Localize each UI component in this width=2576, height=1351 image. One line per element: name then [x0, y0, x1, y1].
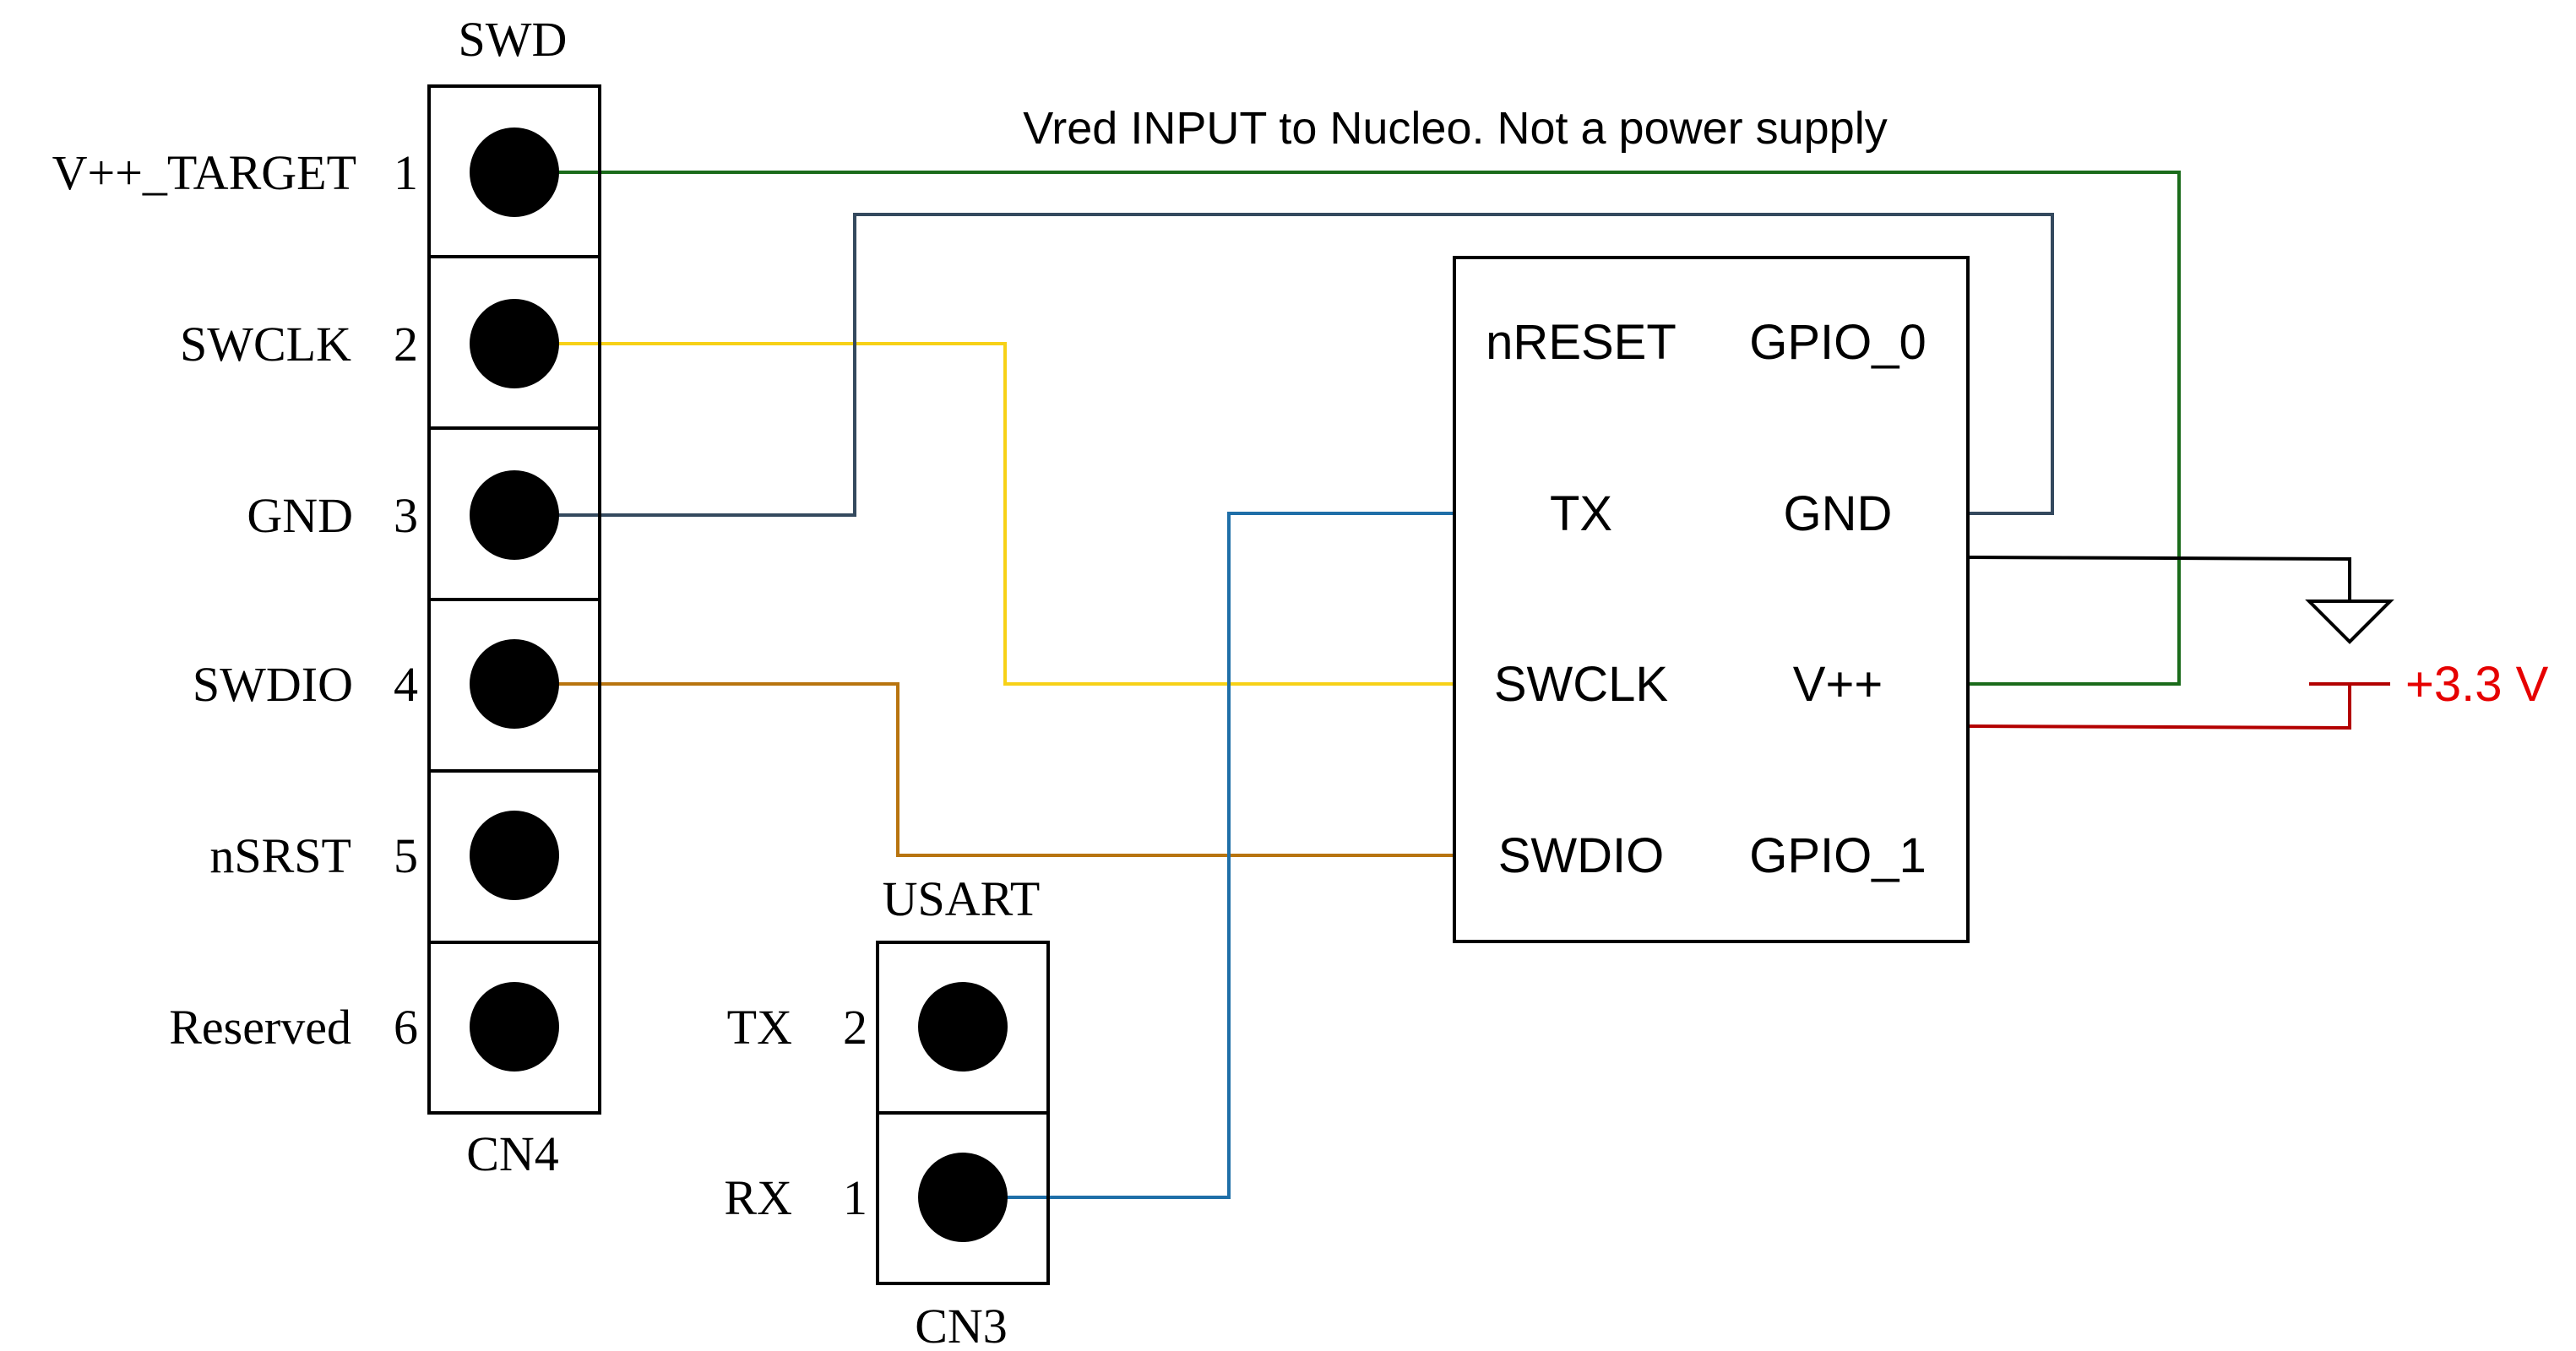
swd-pin-number-4: 4 — [394, 657, 418, 712]
usart-pin-cell-1 — [876, 1111, 1050, 1285]
swd-pin-label-1: V++_TARGET — [52, 145, 356, 200]
usart-header: USART 2 1 TX RX CN3 — [724, 871, 1050, 1351]
swd-pin-number-6: 6 — [394, 1000, 418, 1055]
usart-pin-number-1: 1 — [843, 1170, 867, 1225]
usart-header-name: CN3 — [915, 1299, 1008, 1351]
usart-pin-label-tx: TX — [727, 1000, 792, 1055]
module-pin-vpp: V++ — [1793, 657, 1883, 712]
swd-pin-number-5: 5 — [394, 828, 418, 883]
usart-pin-2 — [918, 982, 1008, 1072]
supply-wire — [1967, 684, 2351, 730]
usart-pin-1 — [918, 1153, 1008, 1242]
usart-header-title: USART — [883, 871, 1041, 926]
swd-pin-4 — [470, 639, 559, 729]
swd-header: SWD 1 2 3 4 5 6 V++_TARGET SWCLK GND SWD… — [52, 12, 601, 1181]
vtarget-wire — [557, 171, 2181, 686]
swd-pin-label-4: SWDIO — [193, 657, 353, 712]
swd-pin-6 — [470, 982, 559, 1072]
module-pin-tx: TX — [1550, 486, 1612, 541]
module-pin-swdio: SWDIO — [1498, 828, 1665, 883]
supply-label: +3.3 V — [2405, 657, 2549, 712]
swd-pin-number-1: 1 — [394, 145, 418, 200]
module-pin-swclk: SWCLK — [1494, 657, 1669, 712]
swd-pin-cell-6 — [427, 941, 601, 1115]
supply-symbol: +3.3 V — [2309, 657, 2549, 712]
swd-pin-label-6: Reserved — [169, 1000, 351, 1055]
swd-pin-5 — [470, 811, 559, 900]
tx-wire — [1005, 512, 1454, 1199]
ground-wire — [1967, 556, 2351, 601]
gnd-wire — [557, 213, 2054, 517]
module-pin-gnd: GND — [1784, 486, 1893, 541]
module-pin-gpio1: GPIO_1 — [1749, 828, 1927, 883]
module-pin-nreset: nRESET — [1486, 315, 1677, 370]
ground-symbol-icon — [2305, 600, 2394, 644]
swd-pin-number-2: 2 — [394, 317, 418, 372]
swdio-wire — [557, 682, 1454, 857]
usart-pin-number-2: 2 — [843, 1000, 867, 1055]
swd-pin-label-5: nSRST — [209, 828, 351, 883]
swd-pin-3 — [470, 470, 559, 560]
swd-pin-1 — [470, 128, 559, 217]
swd-pin-2 — [470, 299, 559, 388]
swd-header-name: CN4 — [466, 1126, 559, 1181]
usart-pin-label-rx: RX — [724, 1170, 792, 1225]
module-block: nRESET TX SWCLK SWDIO GPIO_0 GND V++ GPI… — [1453, 256, 1970, 943]
swd-pin-number-3: 3 — [394, 488, 418, 543]
module-outline — [1453, 256, 1970, 943]
swd-pin-label-2: SWCLK — [180, 317, 351, 372]
swd-header-title: SWD — [459, 12, 568, 67]
module-pin-gpio0: GPIO_0 — [1749, 315, 1927, 370]
vred-annotation: Vred INPUT to Nucleo. Not a power supply — [1023, 103, 1887, 154]
swd-pin-label-3: GND — [247, 488, 353, 543]
